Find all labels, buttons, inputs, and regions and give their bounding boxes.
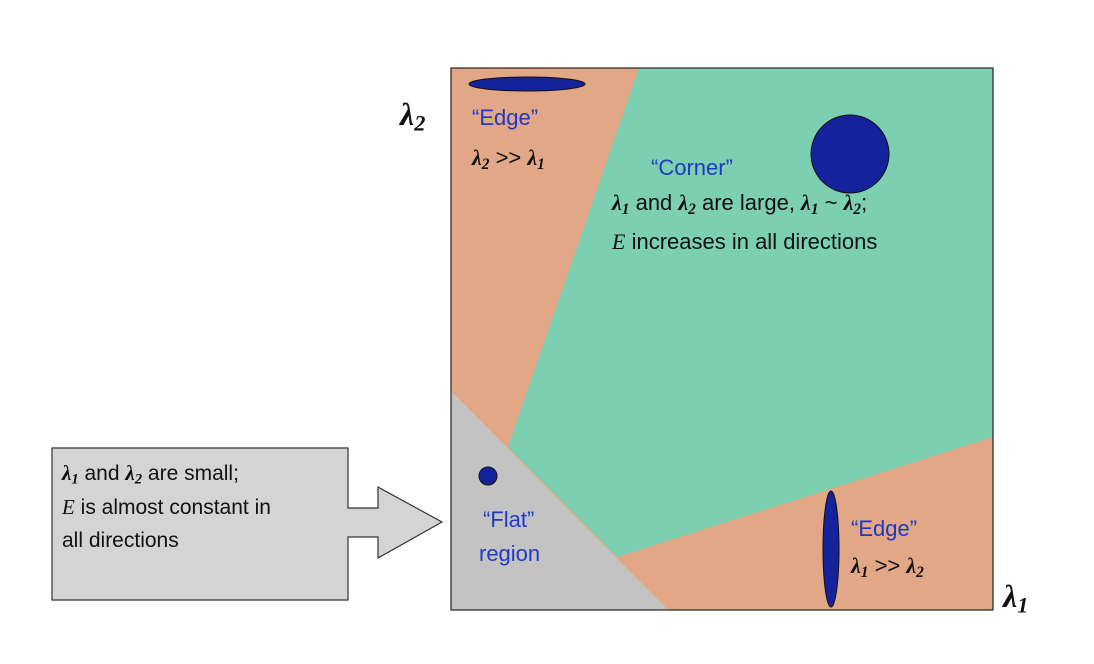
edge-bottom-sym-a: λ (851, 553, 861, 578)
y-axis-sub: 2 (414, 110, 426, 136)
y-axis-symbol: λ (400, 96, 415, 132)
callout-line2: E is almost constant in (62, 492, 271, 523)
corner-sub-b: 2 (688, 200, 696, 218)
callout-e-symbol: E (62, 495, 75, 519)
callout-line2-text: is almost constant in (74, 496, 271, 519)
y-axis-label: λ2 (400, 96, 425, 137)
corner-sub-c: 1 (810, 200, 819, 218)
edge-top-sub-a: 2 (481, 155, 490, 173)
corner-title: “Corner” (651, 155, 733, 180)
corner-circle (810, 114, 890, 194)
corner-sym-d: λ (843, 190, 854, 215)
corner-and: and (629, 190, 679, 215)
edge-top-ellipse (468, 76, 586, 92)
edge-top-op: >> (489, 145, 528, 170)
callout-sym-a: λ (62, 461, 72, 485)
callout-line1: λ1 and λ2 are small; (62, 458, 239, 495)
corner-sym-c: λ (801, 190, 811, 215)
edge-bottom-sub-a: 1 (860, 563, 869, 581)
corner-sub-a: 1 (621, 200, 630, 218)
callout-line3: all directions (62, 529, 179, 552)
x-axis-label: λ1 (1003, 578, 1028, 619)
edge-bottom-sym-b: λ (906, 553, 917, 578)
x-axis-symbol: λ (1003, 578, 1018, 614)
edge-bottom-ellipse (822, 490, 840, 608)
callout-and: and (78, 462, 126, 485)
corner-e-symbol: E (612, 229, 626, 254)
callout-box (51, 447, 444, 601)
edge-bottom-sub-b: 2 (916, 563, 924, 581)
edge-bottom-op: >> (868, 553, 907, 578)
flat-circle (478, 466, 498, 486)
callout-sym-b: λ (125, 461, 135, 485)
corner-text: are large, (695, 190, 802, 215)
edge-bottom-condition: λ1 >> λ2 (851, 552, 924, 587)
edge-top-sub-b: 1 (537, 155, 545, 173)
edge-top-condition: λ2 >> λ1 (472, 144, 545, 179)
corner-line2-text: increases in all directions (625, 229, 878, 254)
corner-region (508, 68, 993, 557)
edge-bottom-title: “Edge” (851, 516, 918, 541)
corner-sym-a: λ (612, 190, 622, 215)
flat-title-line2: region (479, 541, 541, 566)
corner-sub-d: 2 (853, 200, 862, 218)
plot-frame (450, 67, 994, 611)
corner-end: ; (861, 190, 868, 215)
flat-title-line1: “Flat” (483, 507, 535, 532)
callout-sub-b: 2 (134, 471, 143, 488)
flat-region (451, 391, 668, 610)
edge-top-sym-b: λ (527, 145, 538, 170)
edge-top-title: “Edge” (472, 105, 539, 130)
callout-line1-text: are small; (142, 462, 239, 485)
x-axis-sub: 1 (1017, 592, 1029, 618)
corner-line2: E increases in all directions (612, 228, 877, 256)
corner-tilde: ~ (818, 190, 844, 215)
edge-top-sym-a: λ (472, 145, 482, 170)
callout-sub-a: 1 (71, 471, 79, 488)
corner-line1: λ1 and λ2 are large, λ1 ~ λ2; (612, 189, 867, 224)
corner-sym-b: λ (678, 190, 689, 215)
